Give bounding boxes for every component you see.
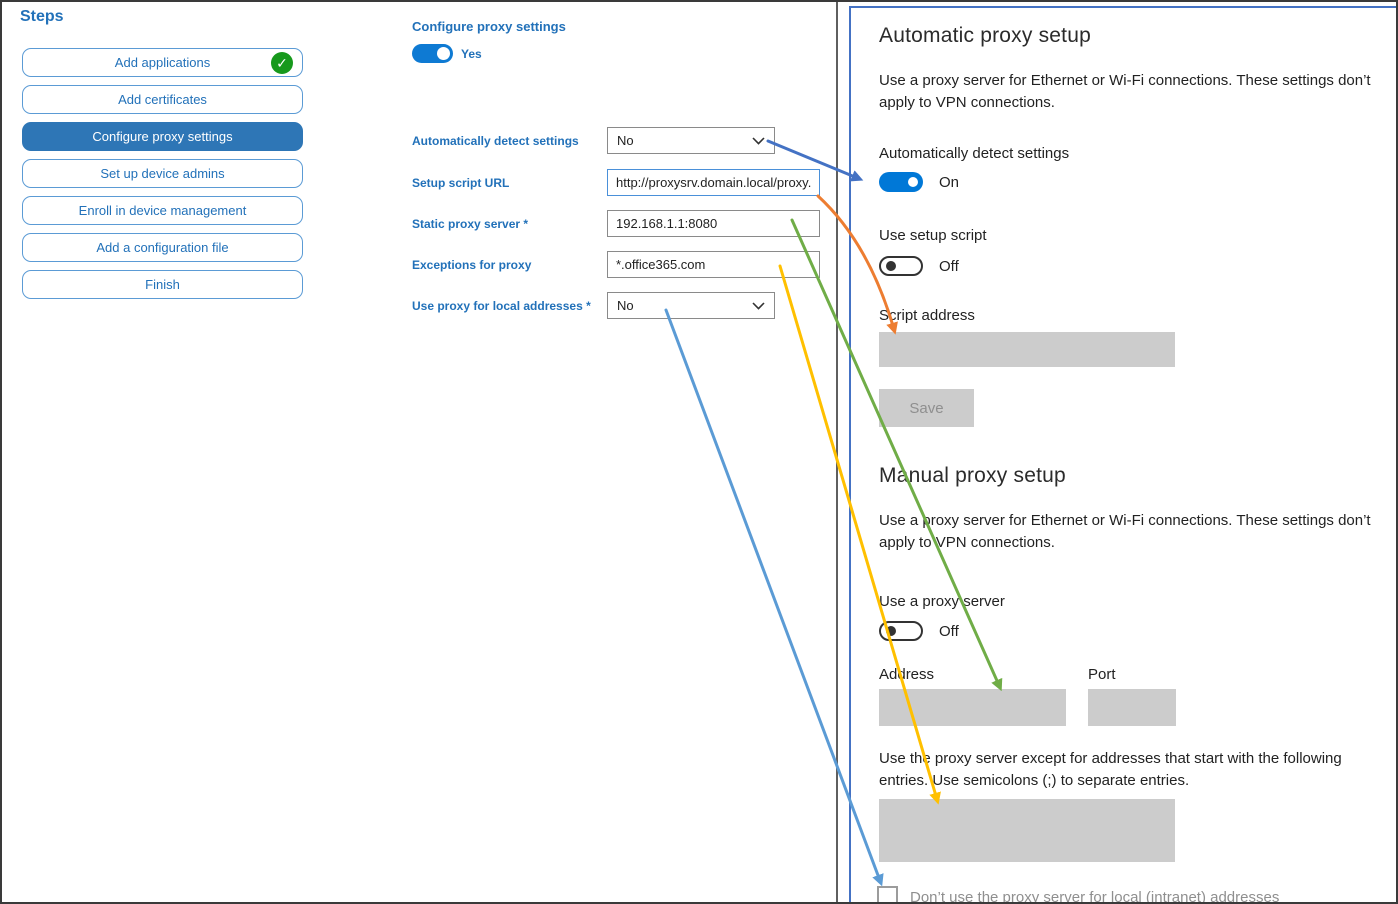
step-add-configuration-file[interactable]: Add a configuration file xyxy=(22,233,303,262)
use-setup-script-toggle[interactable] xyxy=(879,256,923,276)
windows-settings-proxy-panel: Automatic proxy setup Use a proxy server… xyxy=(849,6,1396,904)
label-automatically-detect-settings: Automatically detect settings xyxy=(412,134,579,148)
address-label: Address xyxy=(879,666,935,683)
automatic-proxy-description: Use a proxy server for Ethernet or Wi-Fi… xyxy=(879,72,1371,111)
exceptions-textarea[interactable] xyxy=(879,799,1175,862)
panel-divider xyxy=(836,2,838,902)
step-enroll-device-management[interactable]: Enroll in device management xyxy=(22,196,303,225)
script-address-input[interactable] xyxy=(879,332,1175,367)
address-input[interactable] xyxy=(879,689,1066,726)
toggle-knob xyxy=(886,261,896,271)
step-set-up-device-admins[interactable]: Set up device admins xyxy=(22,159,303,188)
toggle-knob xyxy=(886,626,896,636)
auto-detect-toggle[interactable] xyxy=(879,172,923,192)
manual-proxy-description: Use a proxy server for Ethernet or Wi-Fi… xyxy=(879,512,1371,551)
use-proxy-local-addresses-select[interactable]: No xyxy=(607,292,775,319)
configure-proxy-toggle-state: Yes xyxy=(461,47,482,61)
automatically-detect-settings-select[interactable]: No xyxy=(607,127,775,154)
step-label: Enroll in device management xyxy=(78,203,247,218)
local-intranet-checkbox-label: Don’t use the proxy server for local (in… xyxy=(910,889,1280,904)
auto-detect-state: On xyxy=(939,174,960,191)
step-finish[interactable]: Finish xyxy=(22,270,303,299)
step-label: Add certificates xyxy=(118,92,207,107)
select-value: No xyxy=(617,133,634,148)
chevron-down-icon xyxy=(752,136,765,145)
static-proxy-server-input[interactable] xyxy=(607,210,820,237)
auto-detect-label: Automatically detect settings xyxy=(879,145,1070,162)
select-value: No xyxy=(617,298,634,313)
step-label: Configure proxy settings xyxy=(92,129,233,144)
use-proxy-server-toggle[interactable] xyxy=(879,621,923,641)
step-configure-proxy-settings[interactable]: Configure proxy settings xyxy=(22,122,303,151)
port-label: Port xyxy=(1088,666,1116,683)
port-input[interactable] xyxy=(1088,689,1176,726)
use-setup-script-state: Off xyxy=(939,258,959,275)
arrow-use-proxy-local-addresses xyxy=(664,308,884,887)
steps-panel-title: Steps xyxy=(20,8,64,25)
setup-script-url-input[interactable] xyxy=(607,169,820,196)
step-add-applications[interactable]: Add applications ✓ xyxy=(22,48,303,77)
step-label: Add applications xyxy=(114,55,211,70)
manual-proxy-setup-heading: Manual proxy setup xyxy=(879,464,1066,487)
configure-proxy-toggle[interactable] xyxy=(412,44,453,63)
exceptions-description: Use the proxy server except for addresse… xyxy=(879,750,1342,789)
page-title: Configure proxy settings xyxy=(412,19,566,34)
step-add-certificates[interactable]: Add certificates xyxy=(22,85,303,114)
use-setup-script-label: Use setup script xyxy=(879,227,987,244)
label-static-proxy-server: Static proxy server * xyxy=(412,217,529,231)
toggle-knob xyxy=(437,47,450,60)
use-proxy-server-label: Use a proxy server xyxy=(879,593,1005,610)
local-intranet-checkbox[interactable] xyxy=(877,886,898,902)
step-label: Finish xyxy=(145,277,180,292)
label-use-proxy-local-addresses: Use proxy for local addresses * xyxy=(412,299,591,313)
save-button[interactable]: Save xyxy=(879,389,974,427)
use-proxy-server-state: Off xyxy=(939,623,959,640)
label-setup-script-url: Setup script URL xyxy=(412,176,510,190)
step-label: Add a configuration file xyxy=(96,240,229,255)
label-exceptions-for-proxy: Exceptions for proxy xyxy=(412,258,532,272)
completed-check-icon: ✓ xyxy=(271,52,293,74)
toggle-knob xyxy=(908,177,918,187)
script-address-label: Script address xyxy=(879,307,975,324)
exceptions-for-proxy-input[interactable] xyxy=(607,251,820,278)
automatic-proxy-setup-heading: Automatic proxy setup xyxy=(879,24,1091,47)
chevron-down-icon xyxy=(752,301,765,310)
step-label: Set up device admins xyxy=(100,166,225,181)
